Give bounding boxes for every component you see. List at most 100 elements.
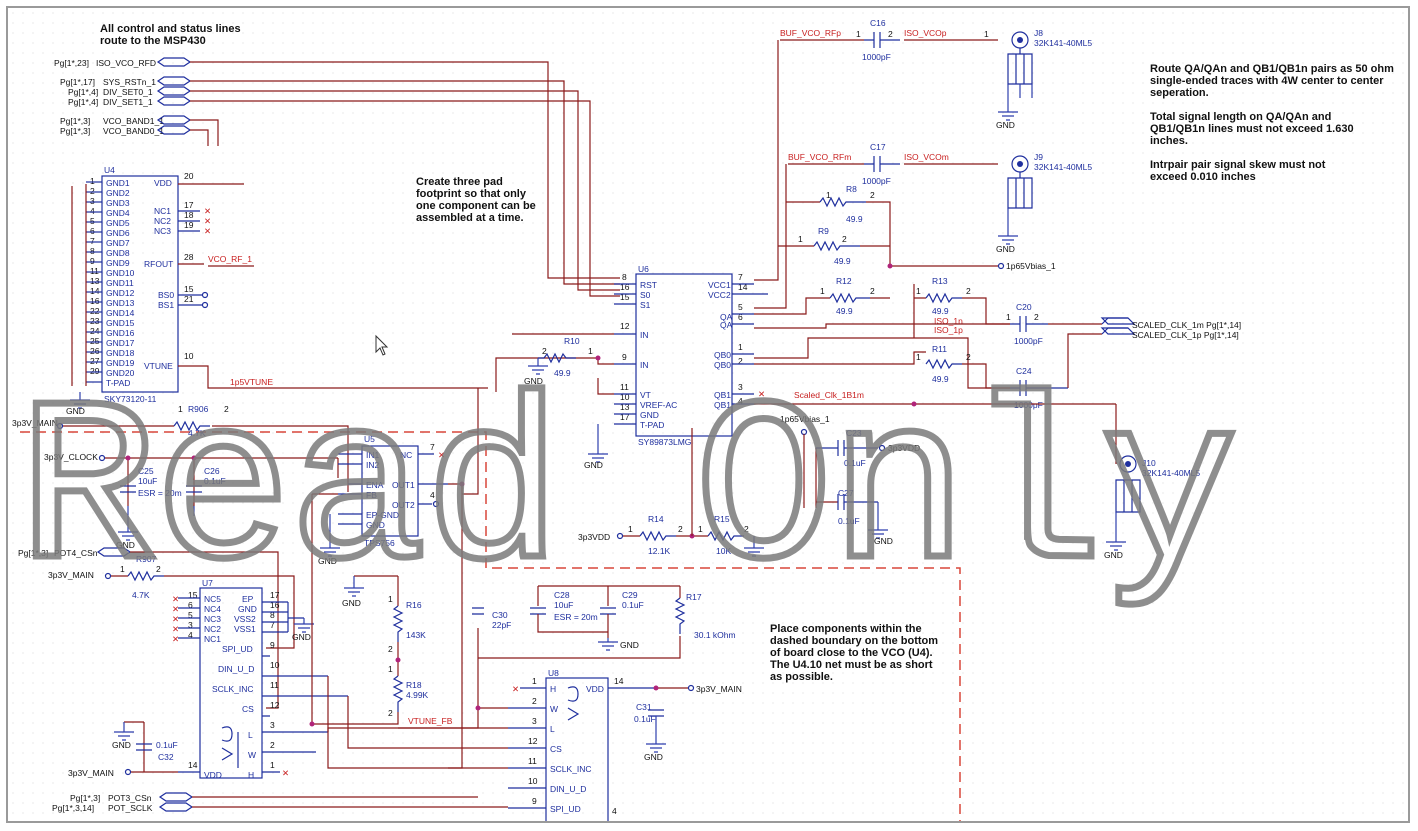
svg-text:14: 14 [188,760,198,770]
svg-text:4.7K: 4.7K [188,428,206,438]
svg-text:GND: GND [318,556,337,566]
svg-text:NC5: NC5 [204,594,221,604]
svg-text:8: 8 [622,272,627,282]
svg-text:4: 4 [430,490,435,500]
svg-text:FB: FB [366,490,377,500]
svg-text:2: 2 [532,696,537,706]
svg-text:1000pF: 1000pF [862,52,891,62]
u4-pin-label: GND7 [106,238,130,248]
svg-text:R907: R907 [136,554,157,564]
svg-text:route to the MSP430: route to the MSP430 [100,35,206,47]
svg-text:15: 15 [184,284,194,294]
svg-text:C25: C25 [138,466,154,476]
svg-text:18: 18 [184,210,194,220]
svg-text:single-ended traces with 4W ce: single-ended traces with 4W center to ce… [1150,75,1384,87]
svg-text:ESR = 20m: ESR = 20m [554,612,598,622]
svg-text:R11: R11 [932,344,947,354]
svg-text:2: 2 [966,352,971,362]
decoupling-c28-c29-r17: C28 10uF ESR = 20m C29 0.1uF GND R17 30.… [478,585,736,659]
svg-text:Pg[1*,3]: Pg[1*,3] [18,548,48,558]
u4-pin-number: 24 [90,326,100,336]
svg-text:28: 28 [184,252,194,262]
svg-text:VDD: VDD [586,684,604,694]
u4-pin-label: GND18 [106,348,135,358]
u4-pin-number: 29 [90,366,100,376]
svg-text:R18: R18 [406,680,422,690]
svg-text:1p5VTUNE: 1p5VTUNE [230,377,273,387]
svg-text:2: 2 [388,708,393,718]
svg-text:SPI_UD: SPI_UD [550,804,581,814]
u4-pin-label: GND14 [106,308,135,318]
svg-text:U8: U8 [548,668,559,678]
svg-text:NC4: NC4 [204,604,221,614]
svg-text:1: 1 [388,664,393,674]
svg-text:4: 4 [612,806,617,816]
svg-text:SCALED_CLK_1m Pg[1*,14]: SCALED_CLK_1m Pg[1*,14] [1132,320,1241,330]
u4-pin-label: GND17 [106,338,135,348]
svg-text:1000pF: 1000pF [862,176,891,186]
svg-text:7: 7 [270,620,275,630]
u4-pin-number: 9 [90,256,95,266]
svg-text:NC1: NC1 [204,634,221,644]
svg-text:10: 10 [270,660,280,670]
svg-text:GND: GND [238,604,257,614]
svg-text:12: 12 [620,321,630,331]
svg-text:VSS1: VSS1 [234,624,256,634]
svg-text:POT3_CSn: POT3_CSn [108,793,152,803]
svg-text:VTUNE_FB: VTUNE_FB [408,716,453,726]
svg-text:NC1: NC1 [154,206,171,216]
svg-text:1p65Vbias_1: 1p65Vbias_1 [780,414,830,424]
svg-text:2: 2 [678,524,683,534]
svg-text:3p3V_MAIN: 3p3V_MAIN [68,768,114,778]
placement-boundary [20,431,961,821]
schematic-svg: All control and status lines route to th… [12,18,1394,821]
svg-text:R906: R906 [188,404,209,414]
svg-text:GND: GND [112,740,131,750]
svg-text:1: 1 [588,346,593,356]
u4-pin-label: T-PAD [106,378,130,388]
svg-text:1: 1 [826,190,831,200]
svg-text:4.99K: 4.99K [406,690,429,700]
svg-text:QB1: QB1 [714,390,731,400]
svg-text:0.1uF: 0.1uF [156,740,178,750]
svg-text:14: 14 [738,282,748,292]
svg-text:9: 9 [532,796,537,806]
svg-text:S1: S1 [640,300,651,310]
svg-text:32K141-40ML5: 32K141-40ML5 [1034,38,1092,48]
svg-text:✕: ✕ [282,768,289,778]
svg-text:49.9: 49.9 [932,374,949,384]
read-only-watermark: Read Only [18,363,1235,626]
svg-text:ISO_VCOp: ISO_VCOp [904,28,947,38]
svg-text:10: 10 [620,392,630,402]
svg-text:✕: ✕ [172,604,179,614]
svg-text:17: 17 [184,200,194,210]
svg-text:2: 2 [388,644,393,654]
u4-pin-number: 2 [90,186,95,196]
svg-text:C24: C24 [1016,366,1032,376]
offpage-ports-bottom: Pg[1*,3] POT3_CSn Pg[1*,3,14] POT_SCLK [52,792,508,813]
svg-text:GND: GND [292,632,311,642]
svg-text:✕: ✕ [204,206,211,216]
svg-text:10uF: 10uF [554,600,573,610]
svg-text:1: 1 [178,404,183,414]
svg-text:4: 4 [738,396,743,406]
svg-text:VCC1: VCC1 [708,280,731,290]
svg-text:ISO_VCOm: ISO_VCOm [904,152,949,162]
svg-text:9: 9 [622,352,627,362]
svg-text:C32: C32 [158,752,174,762]
svg-text:1: 1 [856,29,861,39]
svg-text:R15: R15 [714,514,730,524]
svg-text:10K: 10K [716,546,731,556]
svg-text:1: 1 [698,524,703,534]
svg-text:GND: GND [640,410,659,420]
svg-text:QB0: QB0 [714,350,731,360]
svg-text:CS: CS [550,744,562,754]
offpage-ports-left: Pg[1*,23] ISO_VCO_RFD Pg[1*,17] SYS_RSTn… [54,57,620,297]
svg-text:1: 1 [628,524,633,534]
svg-text:GND: GND [584,460,603,470]
svg-text:3p3VDD: 3p3VDD [888,443,920,453]
svg-text:OUT2: OUT2 [392,500,415,510]
